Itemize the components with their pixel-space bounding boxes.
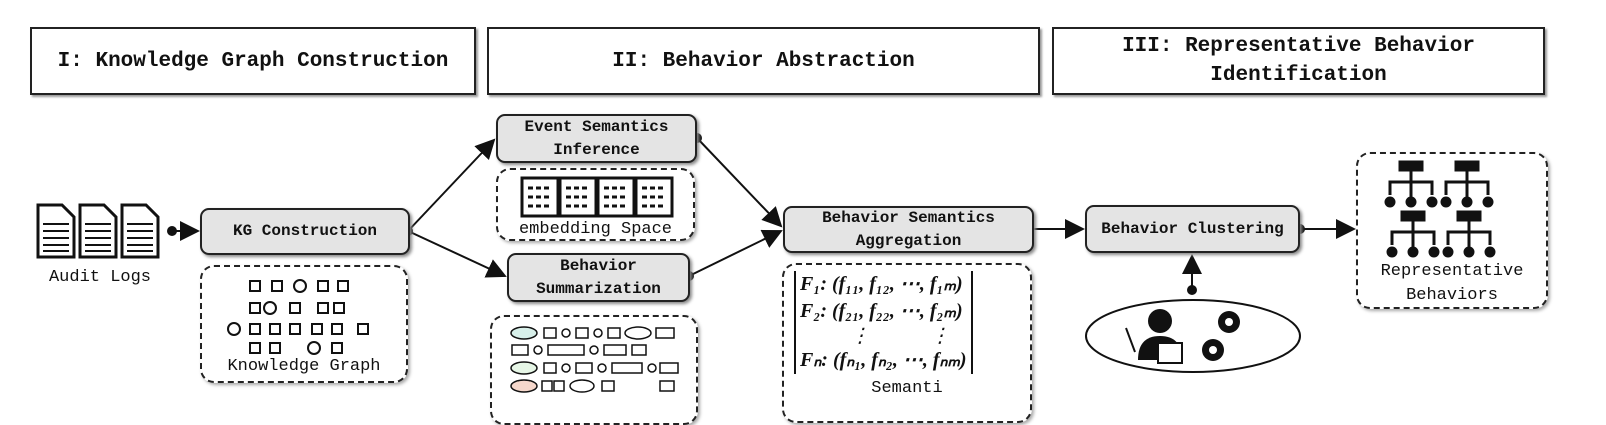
matrix-row: F₁: (f₁₁, f₁₂, ⋯, f₁ₘ)	[800, 273, 963, 295]
arrow-summary-to-agg	[688, 229, 783, 277]
audit-logs-label: Audit Logs	[48, 268, 152, 287]
matrix-row: ⋮ ⋮	[850, 325, 950, 347]
matrix-row: Fₙ: (fₙ₁, fₙ₂, ⋯, fₙₘ)	[800, 349, 967, 371]
representative-behaviors-panel: Representative Behaviors	[1356, 152, 1548, 309]
semantics-caption: Semanti	[871, 379, 943, 398]
stage-1-header: I: Knowledge Graph Construction	[30, 27, 476, 95]
behavior-flow-icon	[510, 326, 679, 393]
arrow-kg-to-summary	[407, 230, 507, 278]
behavior-summarization-node: Behavior Summarization	[507, 253, 690, 302]
embedding-table-icon	[520, 176, 674, 218]
kg-construction-node: KG Construction	[200, 208, 410, 255]
embedding-space-panel: embedding Space	[496, 168, 695, 241]
matrix-row: F₂: (f₂₁, f₂₂, ⋯, f₂ₘ)	[800, 300, 963, 322]
representative-behaviors-label: Representative Behaviors	[1380, 262, 1524, 305]
gear-icon	[1202, 311, 1240, 361]
knowledge-graph-icon	[227, 279, 369, 355]
knowledge-graph-panel: Knowledge Graph	[200, 265, 408, 383]
arrow-kg-to-event	[407, 138, 496, 232]
behavior-aggregation-node: Behavior Semantics Aggregation	[783, 206, 1034, 253]
stage-2-header: II: Behavior Abstraction	[487, 27, 1040, 95]
behavior-flows-panel	[490, 315, 698, 425]
analyst-ellipse	[1085, 299, 1301, 373]
analyst-icon	[1125, 309, 1183, 364]
embedding-space-label: embedding Space	[518, 220, 673, 239]
semantic-matrix-panel: F₁: (f₁₁, f₁₂, ⋯, f₁ₘ) F₂: (f₂₁, f₂₂, ⋯,…	[782, 263, 1032, 423]
knowledge-graph-label: Knowledge Graph	[227, 357, 381, 376]
behavior-tree-icon	[1384, 160, 1496, 258]
event-semantics-node: Event Semantics Inference	[496, 114, 697, 163]
arrow-event-to-agg	[696, 137, 783, 228]
semantic-matrix: F₁: (f₁₁, f₁₂, ⋯, f₁ₘ) F₂: (f₂₁, f₂₂, ⋯,…	[794, 271, 973, 374]
stage-3-header: III: Representative Behavior Identificat…	[1052, 27, 1545, 95]
behavior-clustering-node: Behavior Clustering	[1085, 205, 1300, 253]
